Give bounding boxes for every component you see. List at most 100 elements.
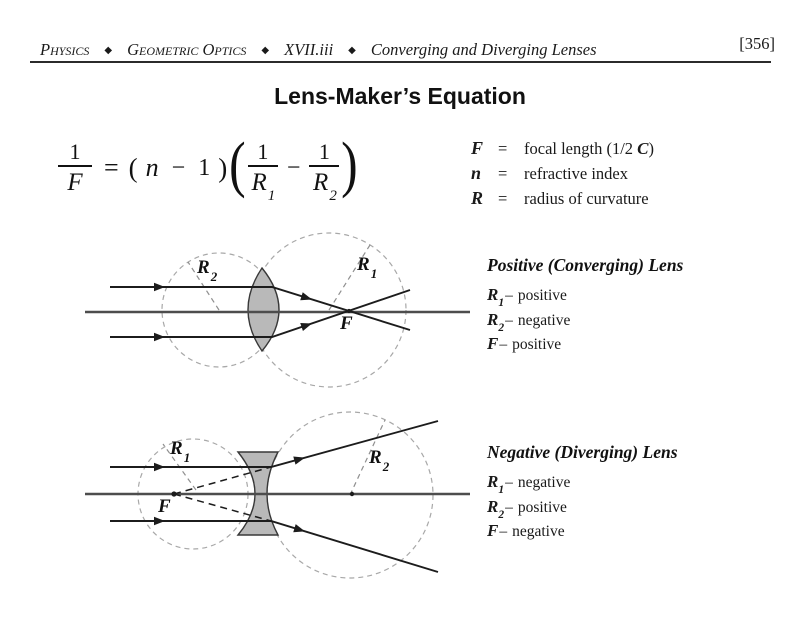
page-header: Physics ◆ Geometric Optics ◆ XVII.iii ◆ … (40, 40, 760, 60)
row-value: positive (517, 287, 567, 304)
arrowhead (154, 282, 165, 292)
row-dash: – (505, 287, 513, 304)
header-subsection: XVII.iii (284, 40, 334, 59)
close-paren: ) (218, 152, 228, 183)
diamond-separator-icon: ◆ (348, 45, 356, 56)
info-title: Positive (Converging) Lens (487, 255, 684, 275)
diverging-lens-diagram (85, 411, 470, 579)
row-value: positive (517, 498, 567, 516)
backward-extension-top (173, 466, 272, 495)
row-symbol: F (487, 334, 499, 353)
arrowhead (300, 323, 312, 332)
radius-line-R2 (349, 419, 386, 496)
focal-point-dot (346, 308, 352, 314)
subscript: 2 (329, 188, 337, 204)
page-title: Lens-Maker’s Equation (274, 83, 526, 109)
header-topic: Converging and Diverging Lenses (370, 40, 597, 59)
curvature-circle-R1 (251, 232, 407, 388)
row-dash: – (499, 523, 508, 540)
label-R1-base: R (357, 254, 370, 275)
legend-equals: = (498, 189, 508, 208)
converging-lens-diagram (85, 232, 470, 388)
label-R2: R2 (369, 447, 389, 473)
header-section: Geometric Optics (127, 40, 247, 59)
fraction-one-over-R2: 1 R2 (309, 139, 340, 204)
row-value: positive (512, 336, 562, 353)
fraction-bar (58, 165, 92, 167)
row-dash: – (505, 498, 513, 516)
fraction-bar (247, 165, 278, 167)
info-row: R1–positive (487, 283, 777, 310)
arrowhead (154, 332, 165, 342)
row-symbol: R2 (487, 496, 505, 521)
row-symbol: F (487, 521, 499, 540)
denominator: R1 (251, 169, 275, 204)
R-var: R (251, 169, 267, 196)
lens-maker-equation: 1 F = ( n − 1 ) ( 1 R1 − 1 R2 ) (56, 131, 359, 204)
row-symbol: R1 (487, 472, 505, 497)
equals-sign: = (104, 153, 119, 182)
radius-line-R1 (328, 244, 371, 311)
label-R2-base: R (197, 257, 210, 278)
row-symbol: R2 (487, 309, 505, 334)
denominator: R2 (313, 169, 337, 204)
row-symbol: R1 (487, 285, 505, 310)
header-rule (30, 61, 771, 63)
legend-text: radius of curvature (524, 189, 649, 208)
minus-sign: − (286, 154, 301, 181)
numeral-one: 1 (198, 154, 211, 181)
numerator: 1 (257, 139, 269, 164)
label-R1-base: R (170, 438, 183, 459)
fraction-one-over-R1: 1 R1 (247, 139, 278, 204)
subscript: 1 (267, 188, 276, 204)
row-value: negative (517, 474, 571, 491)
info-row: F–positive (487, 332, 777, 357)
fraction-one-over-F: 1 F (58, 141, 92, 195)
label-F: F (158, 496, 171, 517)
row-value: negative (517, 311, 571, 329)
label-R1: R1 (357, 254, 377, 280)
big-open-paren: ( (229, 131, 246, 200)
arrowhead (293, 524, 305, 533)
refractive-index-var: n (145, 153, 159, 182)
center-of-curvature-dot (349, 491, 355, 497)
open-paren: ( (128, 152, 138, 183)
focal-point-dot (171, 491, 177, 497)
arrowhead (154, 462, 165, 472)
legend-symbol: F (471, 138, 484, 158)
legend-text-part: focal length (1/2 (524, 139, 638, 158)
symbol-legend: F = focal length (1/2 C) n = refractive … (471, 136, 654, 211)
numerator: 1 (318, 139, 330, 164)
R-var: R (313, 169, 329, 196)
info-row: R2–negative (487, 308, 777, 334)
legend-equals: = (498, 139, 508, 158)
biconvex-lens (247, 266, 280, 353)
legend-text-part: ) (648, 139, 655, 158)
denominator: F (67, 169, 83, 196)
page-number: [356] (739, 34, 775, 53)
row-value: negative (512, 523, 565, 540)
diverging-lens-info: Negative (Diverging) Lens R1–negative R2… (487, 442, 777, 544)
label-R1: R1 (170, 438, 190, 464)
label-R1-sub: 1 (370, 265, 378, 281)
label-R2-base: R (369, 447, 382, 468)
row-dash: – (505, 311, 513, 329)
info-row: F–negative (487, 519, 777, 544)
legend-symbol: n (471, 163, 482, 183)
arrowhead (300, 292, 312, 301)
numerator: 1 (69, 139, 81, 164)
label-R2: R2 (197, 257, 217, 283)
row-dash: – (505, 474, 513, 491)
info-row: R1–negative (487, 470, 777, 497)
diamond-separator-icon: ◆ (104, 45, 113, 56)
label-R1-sub: 1 (183, 449, 191, 465)
row-dash: – (499, 336, 508, 353)
legend-text: focal length (1/2 C) (524, 136, 654, 161)
legend-text: refractive index (524, 164, 628, 183)
fraction-bar (309, 165, 340, 167)
diamond-separator-icon: ◆ (261, 45, 270, 56)
header-subject: Physics (40, 40, 90, 59)
big-close-paren: ) (341, 131, 359, 200)
legend-symbol: R (471, 188, 484, 208)
